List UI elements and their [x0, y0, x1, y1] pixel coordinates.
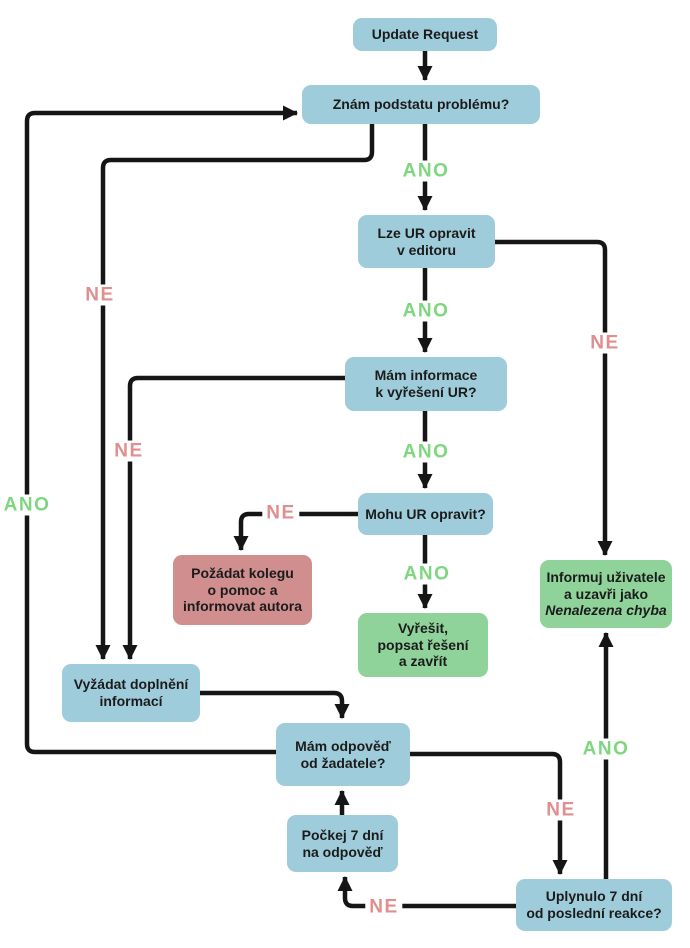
node-can-fix: Mohu UR opravit?: [358, 493, 493, 535]
node-ask-colleague: Požádat kolegu o pomoc a informovat auto…: [173, 555, 312, 625]
connector-haveanswer-ne-sevendays: [410, 751, 568, 875]
edge-label-ano-know-editor: ANO: [398, 160, 454, 182]
node-label-line: Lze UR opravit: [377, 224, 476, 241]
node-update-request: Update Request: [353, 18, 497, 51]
node-label-line: a zavřít: [398, 653, 448, 670]
edge-label-ano-editor-haveinfo: ANO: [398, 300, 454, 322]
edge-label-ne-haveinfo-requestinfo: NE: [110, 440, 148, 462]
node-label-line: od poslední reakce?: [526, 905, 662, 921]
connector-editor-ne-informuser: [495, 239, 613, 556]
node-label-line: k vyřešení UR?: [375, 384, 477, 400]
node-label-line: Informuj uživatele: [546, 569, 666, 586]
node-label-line: informovat autora: [182, 598, 302, 615]
node-know-problem: Znám podstatu problému?: [302, 85, 540, 124]
edge-label-ano-canfix-resolve: ANO: [399, 563, 455, 585]
connector-requestinfo-haveanswer: [200, 690, 350, 719]
node-label-line: Počkej 7 dní: [301, 826, 384, 843]
edge-label-ano-haveanswer-know: ANO: [0, 494, 55, 516]
node-label-line: Uplynulo 7 dní: [545, 888, 643, 905]
node-seven-days-passed: Uplynulo 7 dní od poslední reakce?: [516, 879, 672, 931]
node-label-line: Vyřešit,: [397, 620, 449, 637]
edge-label-ano-sevendays-informuser: ANO: [578, 738, 634, 760]
node-label-line: Vyžádat doplnění: [73, 676, 189, 693]
node-label-line: informací: [99, 693, 163, 709]
node-label-line: v editoru: [396, 241, 457, 258]
node-have-answer: Mám odpověď od žadatele?: [276, 723, 410, 786]
edge-label-ne-haveanswer-sevendays: NE: [542, 799, 580, 821]
node-label-line-italic: Nenalezena chyba: [545, 602, 667, 619]
connector-canfix-ne-colleague: [233, 511, 358, 551]
node-label-line: na odpověď: [302, 843, 383, 860]
connector-sevendays-ne-wait: [337, 876, 516, 909]
edge-label-ne-sevendays-wait: NE: [365, 896, 403, 918]
node-label-line: Znám podstatu problému?: [332, 96, 510, 113]
node-label-line: Update Request: [371, 26, 479, 43]
edge-label-ne-editor-informuser: NE: [586, 332, 624, 354]
node-label-line: Mohu UR opravit?: [365, 505, 486, 522]
edge-label-ne-canfix-colleague: NE: [262, 502, 300, 524]
node-label-line: a uzavři jako: [563, 585, 649, 602]
node-have-info: Mám informace k vyřešení UR?: [345, 357, 507, 411]
node-label-line: o pomoc a: [207, 581, 278, 598]
edge-label-ano-haveinfo-canfix: ANO: [398, 441, 454, 463]
node-resolve-close: Vyřešit, popsat řešení a zavřít: [358, 613, 488, 677]
connector-know-ne-requestinfo: [95, 124, 375, 660]
node-label-line: Mám informace: [374, 367, 478, 384]
connector-haveanswer-ano-know: [24, 105, 298, 755]
edge-label-ne-know-requestinfo: NE: [81, 284, 119, 306]
node-label-line: Požádat kolegu: [191, 565, 294, 582]
node-label-line: Mám odpověď: [295, 737, 391, 754]
node-label-line: od žadatele?: [300, 754, 386, 771]
node-inform-user: Informuj uživatele a uzavři jako Nenalez…: [540, 560, 672, 628]
node-request-info: Vyžádat doplnění informací: [62, 664, 200, 722]
connector-haveinfo-ne-requestinfo: [122, 375, 345, 660]
node-fix-in-editor: Lze UR opravit v editoru: [358, 215, 495, 268]
node-wait-7-days: Počkej 7 dní na odpověď: [287, 815, 398, 872]
node-label-line: popsat řešení: [377, 636, 469, 653]
